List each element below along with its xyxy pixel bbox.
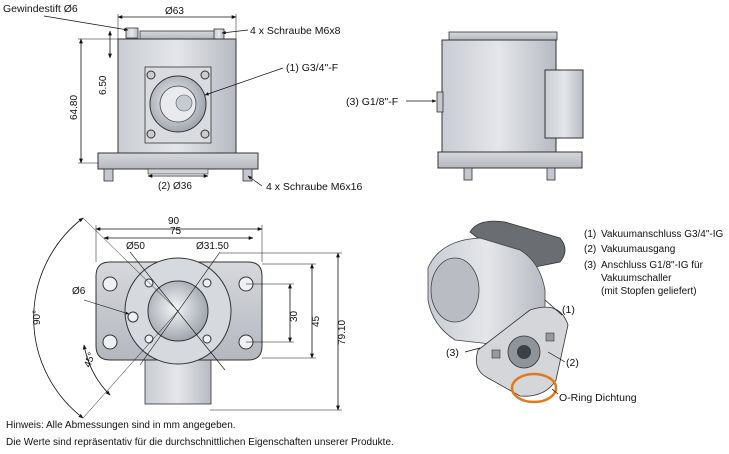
legend-text: Vakuumschaller xyxy=(601,273,672,284)
base-flange xyxy=(97,152,259,170)
mounting-hole xyxy=(102,334,118,350)
leader-line xyxy=(547,351,566,363)
angle-45-label: 45° xyxy=(82,351,98,369)
render-top-housing xyxy=(469,220,566,271)
plate-screw xyxy=(146,129,156,139)
plate-screw xyxy=(200,129,210,139)
render-callout-2: (2) xyxy=(566,357,579,369)
diameter-line xyxy=(129,251,226,371)
bottom-screw xyxy=(242,168,253,182)
side-body xyxy=(441,39,557,153)
render-callout-1: (1) xyxy=(562,304,575,316)
side-view: (3) G1/8"-F xyxy=(346,31,584,181)
dim-90: 90 xyxy=(168,216,180,227)
leader-line xyxy=(551,388,559,395)
front-view: Gewindestift Ø6 Ø63 4 x Schraube M6x8 6.… xyxy=(3,3,362,193)
note-units: Hinweis: Alle Abmessungen sind in mm ang… xyxy=(6,420,236,431)
housing-hole xyxy=(144,334,154,344)
side-port-housing xyxy=(544,69,584,139)
mounting-hole xyxy=(102,276,118,292)
dim-d6: Ø6 xyxy=(72,286,86,297)
bottom-screws-label: 4 x Schraube M6x16 xyxy=(266,181,362,193)
plate-screw xyxy=(146,70,156,80)
note-disclaimer: Die Werte sind repräsentativ für die dur… xyxy=(6,437,394,448)
angle-arc-90 xyxy=(33,217,84,419)
side-bottom-screw xyxy=(463,167,473,181)
leader-line xyxy=(204,67,284,96)
render-body-face xyxy=(430,257,480,323)
legend: (1) Vakuumanschluss G3/4"-IG (2) Vakuuma… xyxy=(584,229,724,297)
bottom-view: 90 75 Ø50 Ø31.50 Ø6 90° 45° 30 45 79.10 xyxy=(32,216,348,419)
leader-line xyxy=(544,299,563,316)
dim-45: 45 xyxy=(311,315,322,327)
port-core xyxy=(175,94,193,112)
side-base xyxy=(437,151,583,169)
legend-text: Vakuumanschluss G3/4"-IG xyxy=(601,229,724,240)
pin-hole xyxy=(127,311,139,323)
legend-text: (mit Stopfen geliefert) xyxy=(601,286,697,297)
render-screw xyxy=(491,349,501,359)
dim-64-80: 64.80 xyxy=(69,95,80,120)
top-screws-label: 4 x Schraube M6x8 xyxy=(250,25,341,37)
side-bottom-screw xyxy=(546,167,556,181)
top-flange xyxy=(139,30,217,40)
housing-hole xyxy=(202,334,212,344)
legend-num: (2) xyxy=(584,244,596,255)
dim-d50: Ø50 xyxy=(126,241,145,252)
dim-75: 75 xyxy=(170,226,182,237)
render-screw xyxy=(545,332,555,342)
dim-30: 30 xyxy=(289,310,300,322)
leader-line xyxy=(221,29,249,35)
dim-79-10: 79.10 xyxy=(337,320,348,345)
diameter-line xyxy=(139,251,221,366)
leader-line xyxy=(83,299,130,315)
port-1-label: (1) G3/4"-F xyxy=(286,62,338,74)
render-callout-3: (3) xyxy=(446,347,459,359)
product-render: (1) (2) (3) O-Ring Dichtung xyxy=(427,220,637,404)
dim-base-diameter: (2) Ø36 xyxy=(158,181,192,192)
pin-label: Gewindestift Ø6 xyxy=(3,3,78,15)
leader-line xyxy=(247,175,263,187)
angle-ray xyxy=(82,310,179,419)
dim-width: Ø63 xyxy=(165,6,184,17)
legend-text: Vakuumausgang xyxy=(601,244,675,255)
side-plug xyxy=(436,91,444,113)
bottom-screw xyxy=(103,168,114,182)
leader-line xyxy=(464,347,481,353)
o-ring xyxy=(510,372,558,404)
legend-text: Anschluss G1/8"-IG für xyxy=(601,260,704,271)
o-ring-label: O-Ring Dichtung xyxy=(559,392,637,404)
top-screw-head xyxy=(213,28,225,40)
plate-screw xyxy=(200,70,210,80)
side-top-flange xyxy=(448,31,558,41)
dim-6-50: 6.50 xyxy=(98,75,109,95)
legend-num: (1) xyxy=(584,229,596,240)
set-pin xyxy=(125,27,139,39)
dim-d31-50: Ø31.50 xyxy=(196,241,229,252)
angle-90-label: 90° xyxy=(32,310,43,325)
render-outlet-core xyxy=(517,345,531,359)
port-3-label: (3) G1/8"-F xyxy=(346,96,398,108)
housing-hole xyxy=(202,278,212,288)
legend-num: (3) xyxy=(584,260,596,271)
leader-line xyxy=(43,15,129,32)
base-port xyxy=(147,168,209,175)
angle-ray xyxy=(82,217,179,312)
